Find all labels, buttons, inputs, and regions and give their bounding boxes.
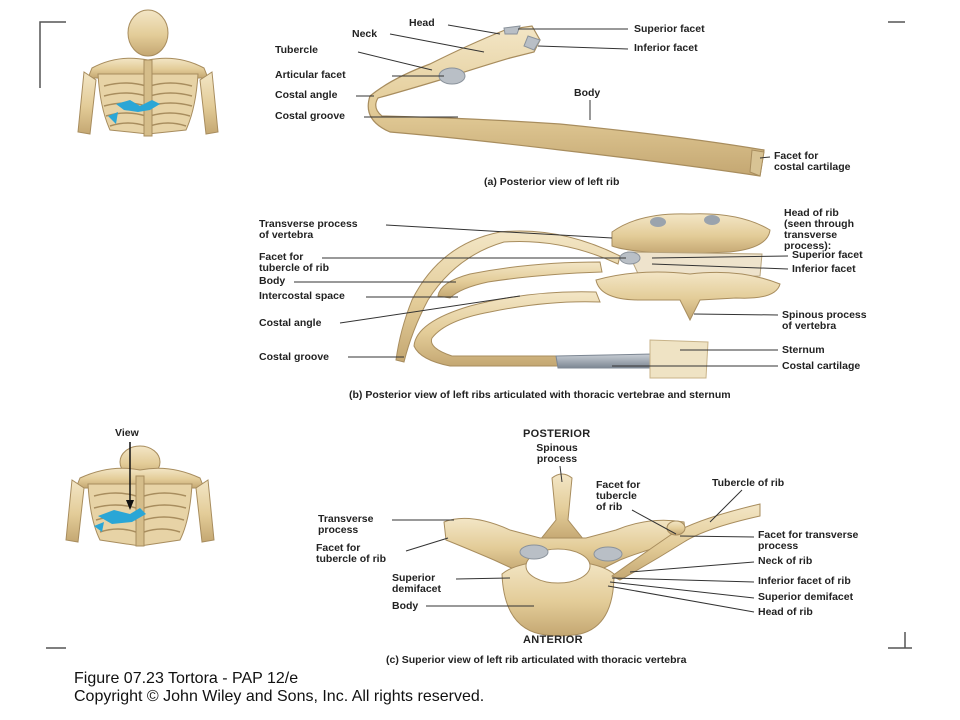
label-superior-facet-b: Superior facet [792, 249, 863, 261]
label-articular-facet: Articular facet [275, 69, 346, 81]
label-superior-facet-a: Superior facet [634, 23, 705, 35]
label-sternum: Sternum [782, 344, 825, 356]
label-body-c: Body [392, 600, 419, 612]
articulated-ribs [395, 213, 781, 379]
label-tubercle-of-rib: Tubercle of rib [712, 477, 785, 489]
rib-posterior-view [367, 25, 765, 177]
label-inferior-facet-b: Inferior facet [792, 263, 856, 275]
label-facet-costal-cartilage: Facet for costal cartilage [774, 150, 851, 173]
label-head-of-rib-b: Head of rib (seen through transverse pro… [784, 207, 854, 252]
slide-corner-marks [39, 21, 912, 649]
label-neck: Neck [352, 28, 378, 40]
leader-lines-a [356, 24, 771, 159]
label-transverse-process-c: Transverse process [318, 513, 374, 536]
label-inferior-facet-a: Inferior facet [634, 42, 698, 54]
label-head: Head [409, 17, 435, 29]
label-costal-groove-b: Costal groove [259, 351, 330, 363]
skeleton-thumbnail-posterior [77, 9, 219, 137]
label-posterior: POSTERIOR [523, 428, 591, 440]
label-spinous-process-b: Spinous process of vertebra [782, 309, 867, 332]
vertebra-superior-view [443, 473, 761, 637]
label-superior-demifacet-left: Superior demifacet [392, 572, 442, 595]
label-spinous-process-c: Spinous process [536, 442, 578, 465]
leader-lines-b [294, 224, 789, 367]
leader-lines-c [392, 465, 755, 613]
skeleton-thumbnail-view [65, 442, 215, 547]
label-transverse-process-b: Transverse process of vertebra [259, 218, 358, 241]
label-facet-tubercle-b: Facet for tubercle of rib [259, 251, 330, 274]
label-costal-angle-a: Costal angle [275, 89, 338, 101]
caption-a: (a) Posterior view of left rib [484, 176, 620, 188]
label-superior-demifacet-right: Superior demifacet [758, 591, 854, 603]
label-facet-tubercle-top: Facet for tubercle of rib [596, 479, 641, 513]
label-costal-groove-a: Costal groove [275, 110, 346, 122]
label-body-b: Body [259, 275, 286, 287]
figure-credit: Figure 07.23 Tortora - PAP 12/e [74, 670, 299, 687]
label-view: View [115, 427, 139, 439]
label-head-of-rib-c: Head of rib [758, 606, 813, 618]
caption-b: (b) Posterior view of left ribs articula… [349, 389, 731, 401]
copyright-notice: Copyright © John Wiley and Sons, Inc. Al… [74, 688, 485, 705]
label-costal-angle-b: Costal angle [259, 317, 322, 329]
label-neck-of-rib: Neck of rib [758, 555, 813, 567]
label-inferior-facet-of-rib: Inferior facet of rib [758, 575, 851, 587]
caption-c: (c) Superior view of left rib articulate… [386, 654, 687, 666]
label-costal-cartilage: Costal cartilage [782, 360, 861, 372]
label-facet-transverse-process: Facet for transverse process [758, 529, 859, 552]
label-intercostal-space: Intercostal space [259, 290, 345, 302]
label-facet-tubercle-left: Facet for tubercle of rib [316, 542, 387, 565]
label-tubercle: Tubercle [275, 44, 318, 56]
label-anterior: ANTERIOR [523, 634, 583, 646]
label-body-a: Body [574, 87, 601, 99]
